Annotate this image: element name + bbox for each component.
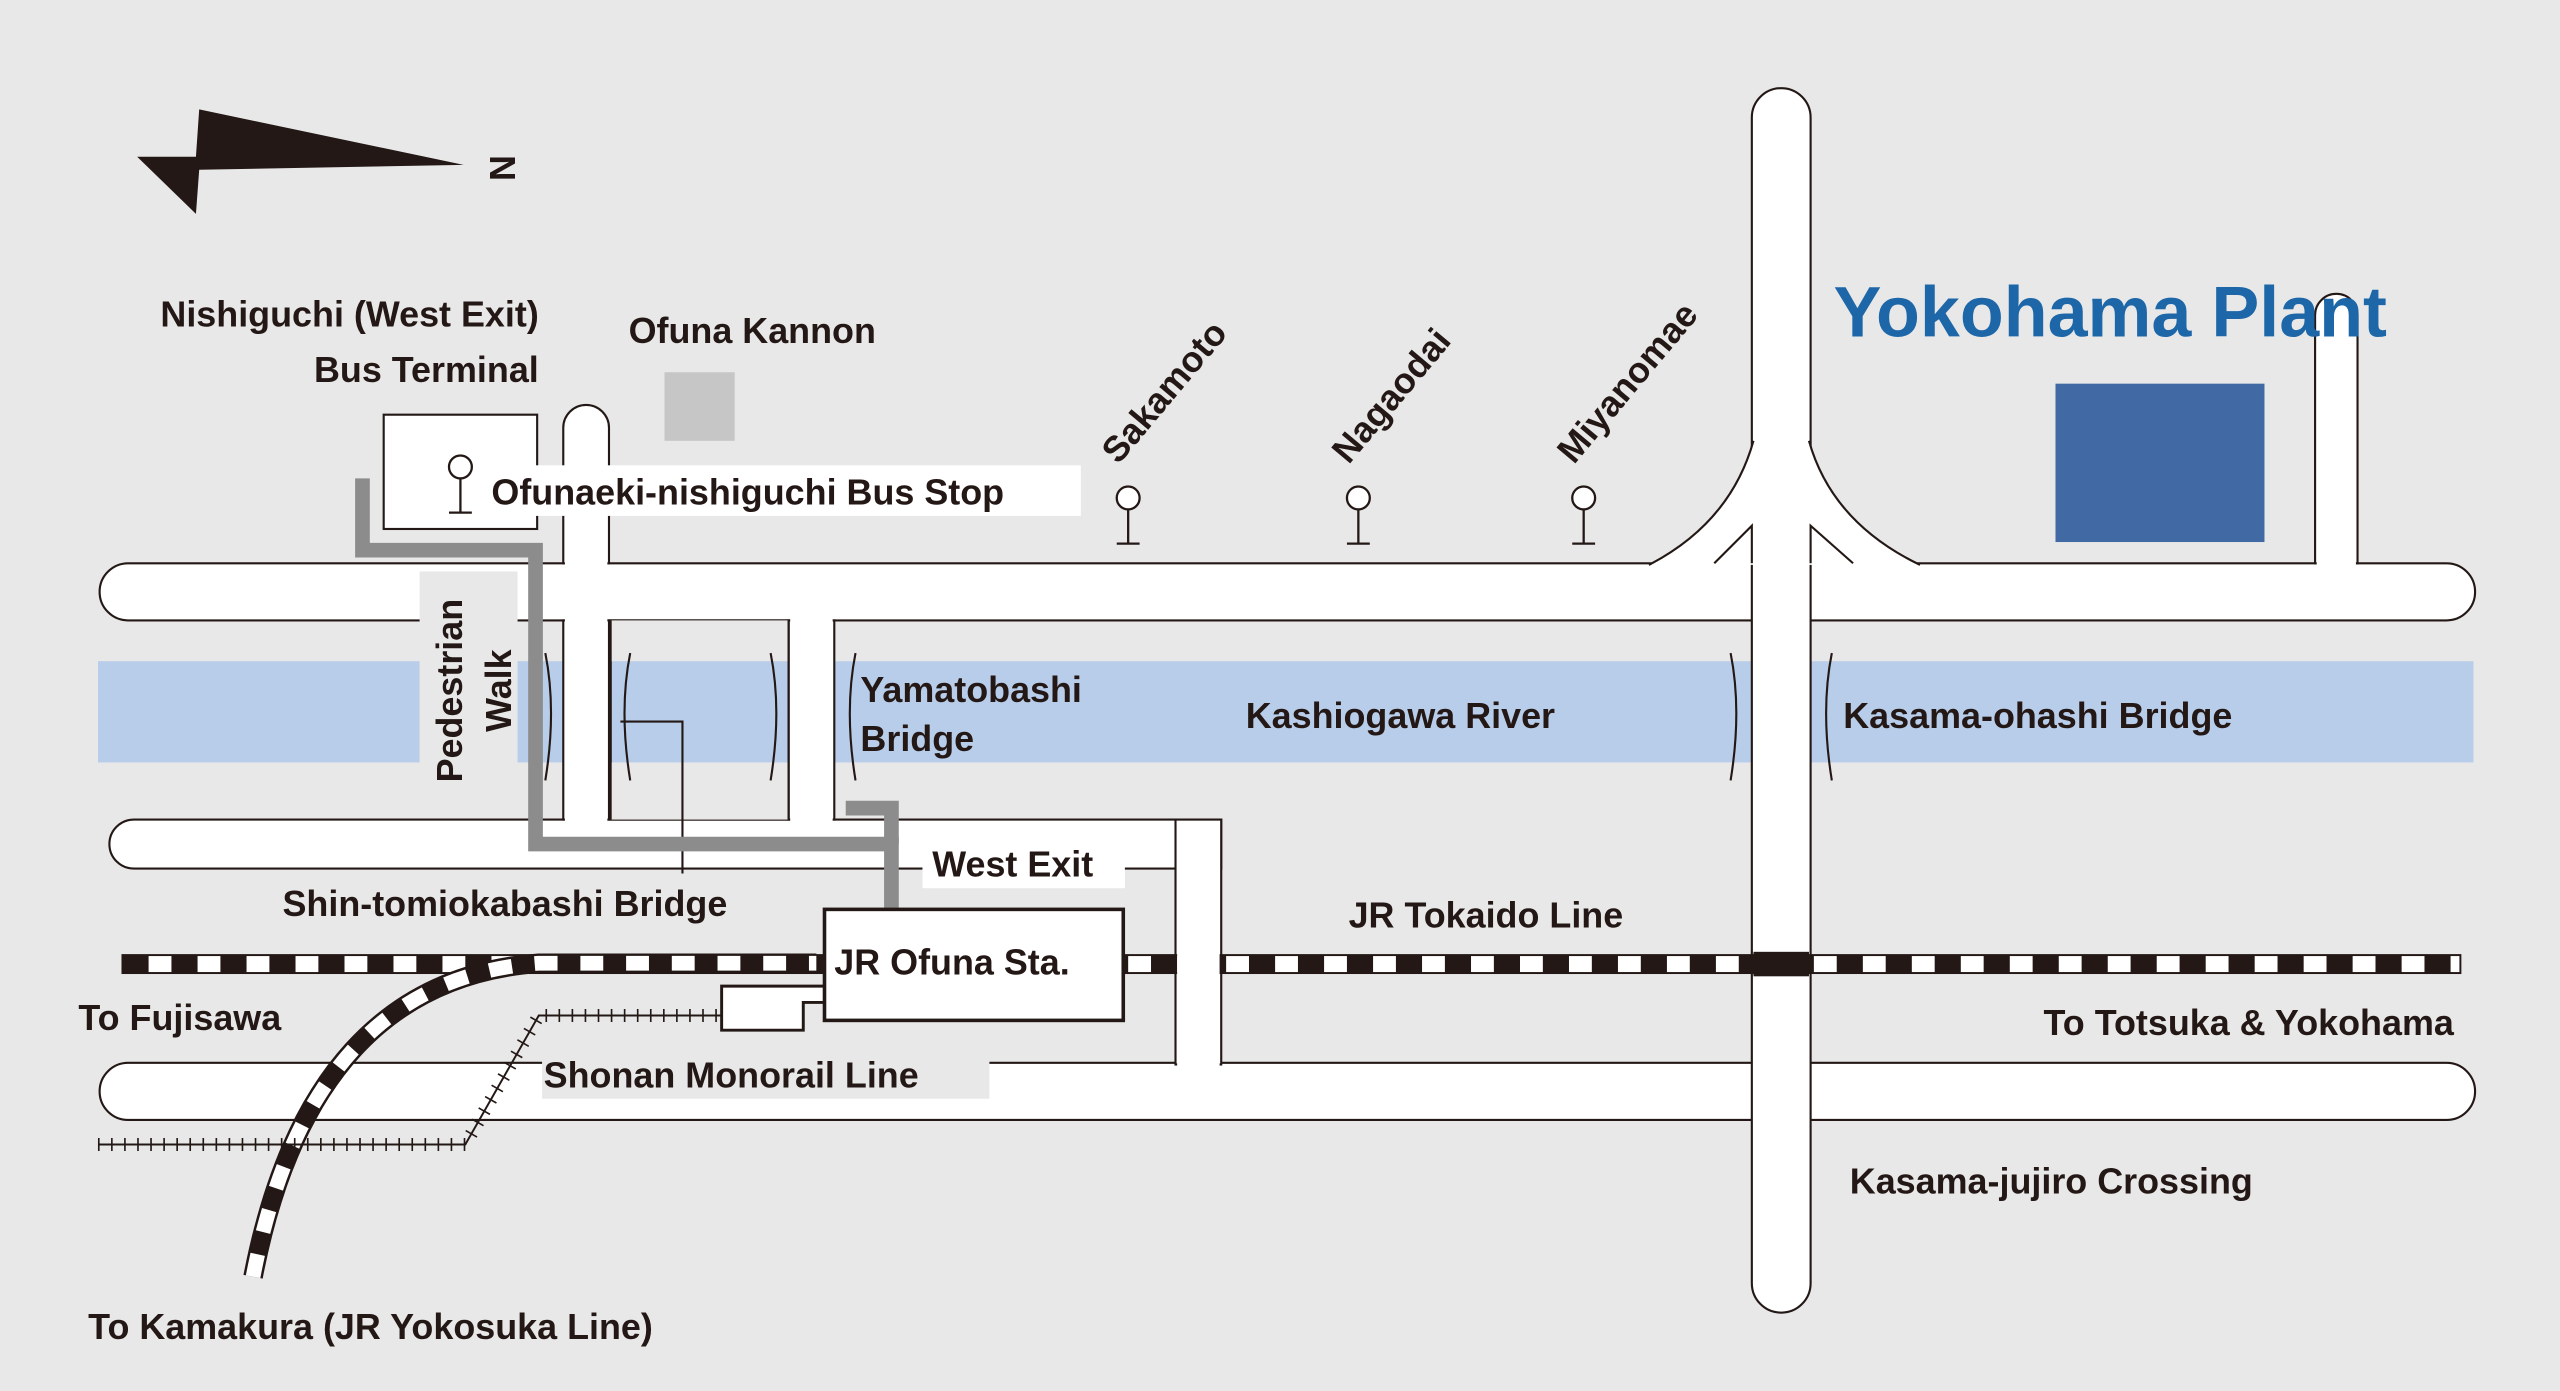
- river-label: Kashiogawa River: [1246, 695, 1555, 736]
- bus-stop-nagaodai: Nagaodai: [1323, 320, 1459, 545]
- pedestrian-walk-label-2: Walk: [478, 649, 519, 732]
- to-totsuka-label: To Totsuka & Yokohama: [2044, 1002, 2455, 1043]
- north-arrow-icon: [137, 109, 464, 214]
- bus-stop-sakamoto: Sakamoto: [1093, 313, 1235, 545]
- pedestrian-walkway: [355, 478, 899, 908]
- ofuna-kannon-label: Ofuna Kannon: [629, 310, 876, 351]
- kasama-ohashi-label: Kasama-ohashi Bridge: [1843, 695, 2232, 736]
- yamatobashi-label-2: Bridge: [860, 718, 974, 759]
- bus-stop-icon: [1571, 485, 1597, 545]
- bus-stop-miyanomae: Miyanomae: [1549, 294, 1706, 545]
- road-kasama: [1750, 87, 1812, 1314]
- yokohama-plant-building: [2055, 383, 2265, 543]
- west-exit-label: West Exit: [932, 844, 1093, 885]
- road-bridge-west-lower: [562, 619, 611, 821]
- bus-terminal-label-1: Nishiguchi (West Exit): [160, 294, 538, 335]
- road-south: [98, 1061, 2477, 1122]
- bus-stop-label: Ofunaeki-nishiguchi Bus Stop: [491, 471, 1004, 512]
- tokaido-label: JR Tokaido Line: [1349, 894, 1624, 935]
- road-north: [98, 562, 2477, 622]
- jr-yokosuka-line: [243, 953, 817, 1279]
- kasama-jujiro-label: Kasama-jujiro Crossing: [1850, 1160, 2253, 1201]
- pedestrian-walk-label-1: Pedestrian: [429, 599, 470, 783]
- station-label: JR Ofuna Sta.: [834, 942, 1069, 983]
- road-yamatobashi: [787, 619, 836, 821]
- bus-stop-name-label: Sakamoto: [1093, 313, 1235, 471]
- jr-ofuna-station-box: [822, 907, 1126, 1023]
- bus-stop-name-label: Nagaodai: [1323, 320, 1458, 470]
- to-kamakura-label: To Kamakura (JR Yokosuka Line): [88, 1306, 653, 1347]
- bus-stop-label-bg: [489, 465, 1081, 516]
- west-exit-label-bg: [922, 842, 1125, 889]
- shonan-monorail-line: [97, 1008, 722, 1152]
- road-plant-access: [2314, 292, 2359, 565]
- to-fujisawa-label: To Fujisawa: [78, 997, 282, 1038]
- yamatobashi-label-1: Yamatobashi: [860, 669, 1082, 710]
- compass-n-label: N: [482, 155, 523, 181]
- bus-stop-name-label: Miyanomae: [1549, 294, 1706, 470]
- monorail-label-bg: [542, 1049, 990, 1099]
- junction-flare: [1648, 440, 1921, 566]
- monorail-station: [720, 984, 826, 1032]
- bridge-marks: [544, 619, 1833, 874]
- shin-tomiokabashi-label: Shin-tomiokabashi Bridge: [282, 883, 727, 924]
- bus-terminal-label-2: Bus Terminal: [314, 349, 539, 390]
- bus-stops: Sakamoto Nagaodai Miyanomae: [1093, 294, 1706, 545]
- pedestrian-walk-label-bg: [419, 571, 518, 809]
- road-joints: [564, 555, 2356, 1119]
- bus-stop-icon: [1115, 485, 1141, 545]
- plant-name: Yokohama Plant: [1833, 272, 2387, 352]
- monorail-label: Shonan Monorail Line: [544, 1054, 919, 1095]
- roads: [98, 87, 2477, 1314]
- bus-stop-icon: [1345, 485, 1371, 545]
- ofuna-kannon-marker: [664, 372, 735, 441]
- bus-stop-icon: [447, 454, 473, 514]
